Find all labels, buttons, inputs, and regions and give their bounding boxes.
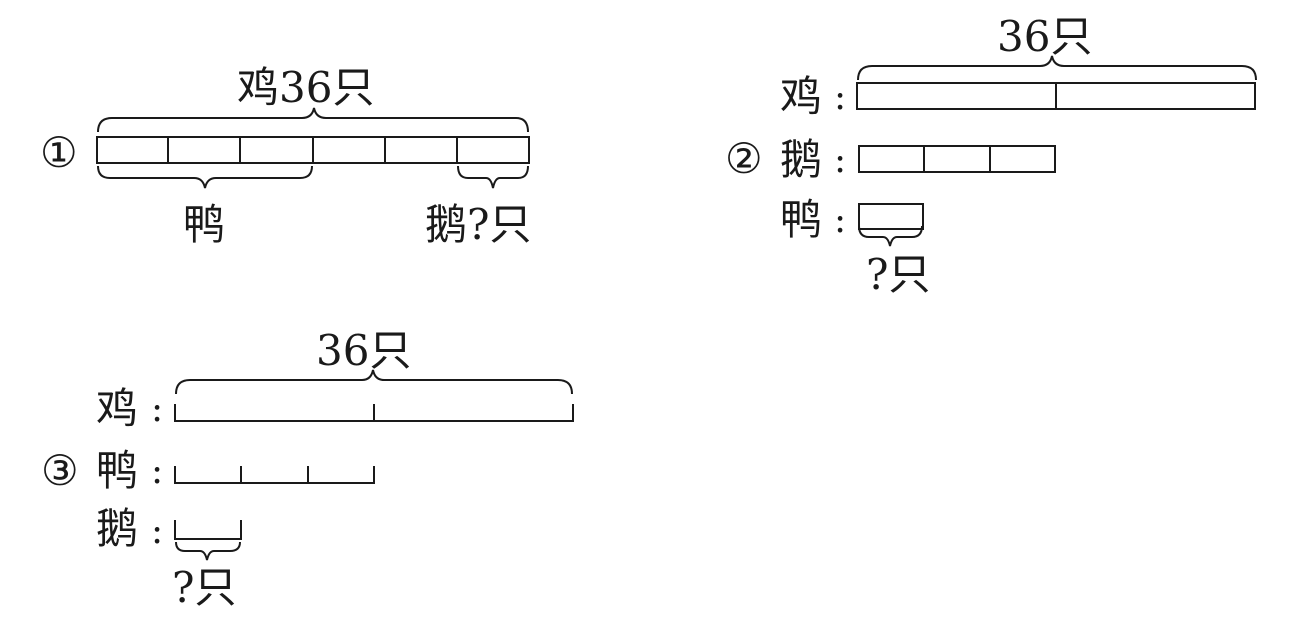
diagram-1-goose-label: 鹅?只 (425, 200, 532, 249)
diagram-2-question-label: ?只 (866, 250, 931, 299)
diagram-3-question-label: ?只 (172, 563, 237, 612)
diagram-2-goose-bar (858, 145, 1056, 173)
diagram-2-goose-divider (923, 145, 925, 173)
diagram-3-chicken-tick (174, 404, 176, 422)
diagram-2-chicken-label: 鸡 (780, 72, 823, 121)
diagram-3-number: ③ (41, 446, 79, 495)
diagram-2-goose-label: 鹅 (780, 135, 823, 184)
diagram-3-colon: : (151, 511, 164, 552)
diagram-1-divider (384, 136, 386, 164)
diagram-1-chicken-total-label: 鸡36只 (237, 63, 375, 112)
diagram-3-duck-tick (240, 466, 242, 484)
diagram-1-divider (167, 136, 169, 164)
diagram-3-chicken-tick (572, 404, 574, 422)
diagram-3-goose-label: 鹅 (96, 504, 139, 553)
diagram-2-colon: : (834, 140, 847, 181)
diagram-3-duck-tick (174, 466, 176, 484)
diagram-3-duck-tick (373, 466, 375, 484)
diagram-2-colon: : (834, 200, 847, 241)
diagram-1-duck-label: 鸭 (183, 200, 226, 249)
diagram-1-divider (239, 136, 241, 164)
diagram-3-goose-line (174, 538, 242, 540)
diagram-2-total-label: 36只 (997, 12, 1093, 61)
diagram-3-colon: : (151, 389, 164, 430)
diagram-2-chicken-divider (1055, 82, 1057, 110)
diagram-3-colon: : (151, 451, 164, 492)
diagram-2-duck-label: 鸭 (780, 195, 823, 244)
diagram-3-duck-label: 鸭 (96, 446, 139, 495)
diagram-1-number: ① (40, 128, 78, 177)
diagram-2-duck-bar (858, 203, 924, 230)
diagram-3-goose-tick (240, 520, 242, 540)
diagram-2-colon: : (834, 77, 847, 118)
diagram-3-total-label: 36只 (316, 326, 412, 375)
diagram-1-divider (312, 136, 314, 164)
diagram-3-duck-line (174, 482, 375, 484)
diagram-2-goose-divider (989, 145, 991, 173)
diagram-3-duck-tick (307, 466, 309, 484)
diagram-2-number: ② (725, 134, 763, 183)
diagram-3-chicken-tick (373, 404, 375, 422)
diagram-3-chicken-label: 鸡 (96, 384, 139, 433)
diagram-1-divider (456, 136, 458, 164)
diagram-3-goose-tick (174, 520, 176, 540)
